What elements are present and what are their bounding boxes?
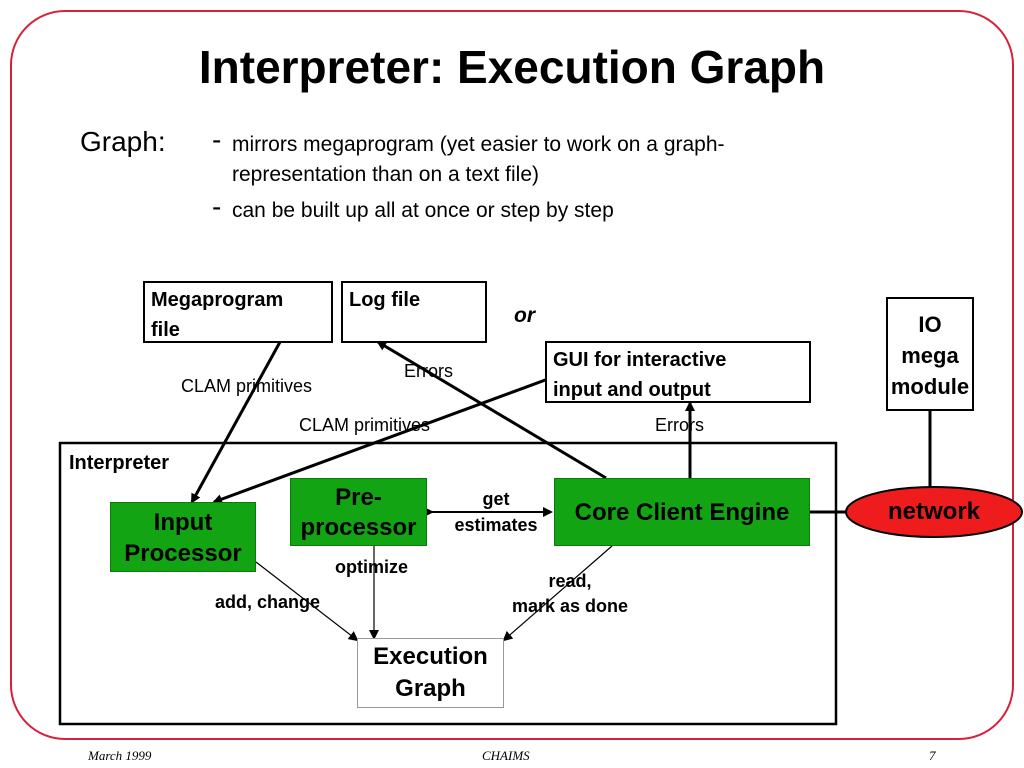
network-ellipse xyxy=(845,486,1023,538)
execution-graph-line-1: Execution xyxy=(373,643,488,670)
gui-line-1: GUI for interactive xyxy=(553,349,727,371)
input-processor-line-1: Input xyxy=(153,509,213,536)
core-client-engine-box: Core Client Engine xyxy=(554,478,810,546)
arrow-core-to-graph xyxy=(502,545,613,642)
label-read-mark: read, mark as done xyxy=(490,569,650,619)
bullet-1-line-2: representation than on a text file) xyxy=(232,163,540,186)
preprocessor-box: Pre- processor xyxy=(290,478,427,546)
bullet-dash-2: - xyxy=(212,191,222,222)
execution-graph-line-2: Graph xyxy=(395,675,466,702)
arrow-core-to-log xyxy=(376,340,607,480)
io-line-2: mega xyxy=(901,343,959,368)
graph-label: Graph: xyxy=(80,126,166,157)
log-file-label: Log file xyxy=(349,289,421,311)
megaprogram-file-line-2: file xyxy=(151,319,180,341)
label-clam-primitives-1: CLAM primitives xyxy=(181,376,313,396)
gui-box: GUI for interactive input and output xyxy=(545,341,811,403)
interpreter-label: Interpreter xyxy=(69,452,170,474)
label-optimize: optimize xyxy=(335,557,409,577)
arrow-gui-to-input xyxy=(212,377,549,504)
label-get-estimates: get estimates xyxy=(438,486,554,538)
network-label: network xyxy=(887,498,980,525)
or-label: or xyxy=(514,304,535,327)
preprocessor-line-1: Pre- xyxy=(335,484,382,511)
footer-date: March 1999 xyxy=(88,748,152,763)
read-mark-line-1: read, xyxy=(548,571,592,591)
slide-frame xyxy=(10,10,1014,740)
megaprogram-file-box: Megaprogram file xyxy=(143,281,333,343)
input-processor-box: Input Processor xyxy=(110,502,256,572)
arrow-megaprogram-to-input xyxy=(190,341,282,504)
label-clam-primitives-2: CLAM primitives xyxy=(299,415,431,435)
io-mega-module-box: IO mega module xyxy=(886,297,974,411)
slide-title: Interpreter: Execution Graph xyxy=(198,41,826,93)
bullet-dash-1: - xyxy=(212,124,222,155)
preprocessor-line-2: processor xyxy=(300,514,417,541)
bullet-2-line-1: can be built up all at once or step by s… xyxy=(232,199,614,222)
footer-center: CHAIMS xyxy=(482,748,530,763)
megaprogram-file-line-1: Megaprogram xyxy=(151,289,284,311)
label-add-change: add, change xyxy=(215,592,321,612)
get-estimates-line-2: estimates xyxy=(454,515,538,535)
gui-line-2: input and output xyxy=(553,379,711,401)
read-mark-line-2: mark as done xyxy=(511,596,629,616)
label-errors-1: Errors xyxy=(404,361,453,381)
execution-graph-box: Execution Graph xyxy=(357,638,504,708)
io-line-3: module xyxy=(890,374,970,399)
core-client-engine-label: Core Client Engine xyxy=(574,499,790,526)
input-processor-line-2: Processor xyxy=(124,540,242,567)
interpreter-container xyxy=(58,441,838,726)
io-line-1: IO xyxy=(918,312,942,337)
arrow-input-to-graph xyxy=(255,561,359,642)
bullet-1-line-1: mirrors megaprogram (yet easier to work … xyxy=(232,133,725,156)
get-estimates-line-1: get xyxy=(482,489,510,509)
label-errors-2: Errors xyxy=(655,415,704,435)
log-file-box: Log file xyxy=(341,281,487,343)
footer-page-number: 7 xyxy=(929,748,936,763)
